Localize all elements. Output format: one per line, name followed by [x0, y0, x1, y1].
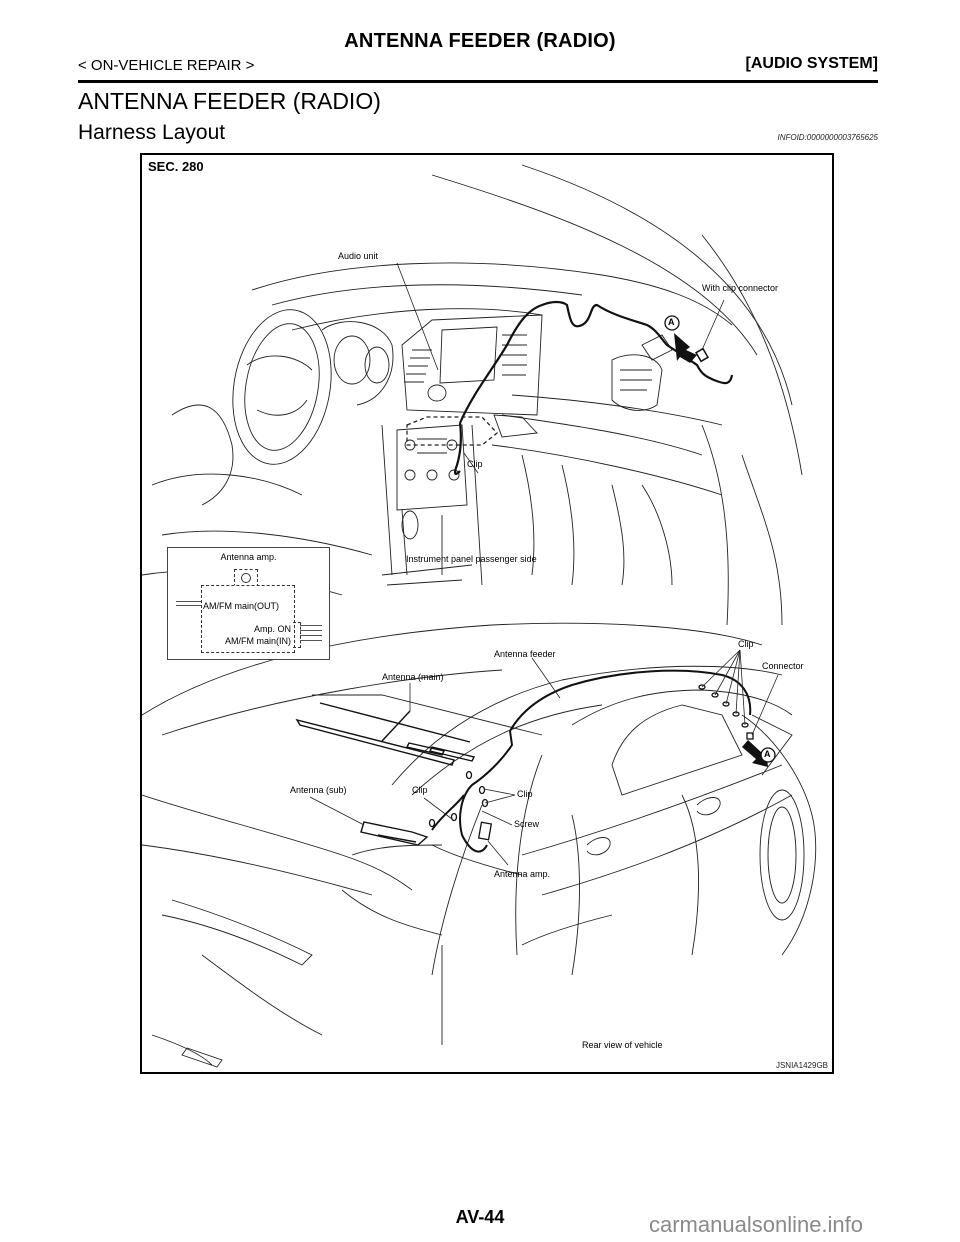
- label-clip-left: Clip: [412, 785, 428, 795]
- pin-am-fm-main-in: AM/FM main(IN): [225, 636, 291, 646]
- label-audio-unit: Audio unit: [338, 251, 379, 261]
- amp-body: AM/FM main(OUT) Amp. ON AM/FM main(IN): [201, 585, 295, 653]
- label-antenna-feeder: Antenna feeder: [494, 649, 556, 659]
- header-divider: [78, 80, 878, 83]
- with-clip-connector: [695, 347, 709, 363]
- subsection-title: Harness Layout: [78, 121, 226, 144]
- label-antenna-sub: Antenna (sub): [290, 785, 347, 795]
- amp-mount-hole-icon: [241, 573, 251, 583]
- wire-in-4: [300, 640, 322, 641]
- wire-in-3: [300, 635, 322, 636]
- arrow-a-top: [664, 315, 697, 363]
- page-number: AV-44: [455, 1207, 505, 1227]
- figure-code: JSNIA1429GB: [775, 1061, 828, 1070]
- figure-drawing: [142, 164, 817, 1068]
- pin-amp-on: Amp. ON: [253, 624, 291, 634]
- label-connector: Connector: [762, 661, 804, 671]
- label-with-clip-connector: With clip connector: [702, 283, 779, 293]
- label-clip-right: Clip: [517, 789, 533, 799]
- caption-rear-view: Rear view of vehicle: [582, 1040, 663, 1050]
- section-title: ANTENNA FEEDER (RADIO): [78, 88, 381, 114]
- page-header-title: ANTENNA FEEDER (RADIO): [344, 30, 616, 52]
- antenna-feeder-cable-rear: [431, 669, 752, 853]
- section-code: SEC. 280: [148, 159, 204, 174]
- label-clip-roof: Clip: [738, 639, 754, 649]
- wire-out-1: [176, 601, 201, 602]
- marker-a-top: A: [668, 317, 675, 327]
- label-screw: Screw: [514, 819, 540, 829]
- wire-in-1: [300, 625, 322, 626]
- leader-lines-rear: [309, 649, 779, 866]
- watermark: carmanualsonline.info: [649, 1212, 864, 1237]
- leader-lines-top: [396, 262, 725, 474]
- label-clip-top: Clip: [467, 459, 483, 469]
- info-id: INFOID:0000000003765625: [777, 133, 878, 142]
- marker-a-rear: A: [764, 749, 771, 759]
- dashboard-line-art: [142, 164, 803, 626]
- antenna-main-elements: [295, 702, 476, 766]
- harness-layout-figure: SEC. 280 Audio unit With clip connector …: [140, 153, 834, 1074]
- antenna-feeder-cable-top: [453, 300, 734, 475]
- wire-in-2: [300, 630, 322, 631]
- antenna-sub-element: [360, 821, 429, 846]
- vehicle-rear-line-art: [142, 622, 817, 1068]
- label-antenna-amp: Antenna amp.: [494, 869, 551, 879]
- inset-title: Antenna amp.: [220, 552, 277, 562]
- label-antenna-main: Antenna (main): [382, 672, 444, 682]
- feeder-clips: [428, 684, 754, 841]
- header-system: [AUDIO SYSTEM]: [745, 55, 878, 72]
- header-category: < ON-VEHICLE REPAIR >: [78, 57, 255, 74]
- arrow-a-rear: [742, 740, 776, 767]
- pin-am-fm-main-out: AM/FM main(OUT): [203, 601, 279, 611]
- wire-out-2: [176, 605, 201, 606]
- antenna-amp-inset: Antenna amp. AM/FM main(OUT) Amp. ON AM/…: [167, 547, 330, 660]
- caption-instrument-panel: Instrument panel passenger side: [406, 554, 537, 564]
